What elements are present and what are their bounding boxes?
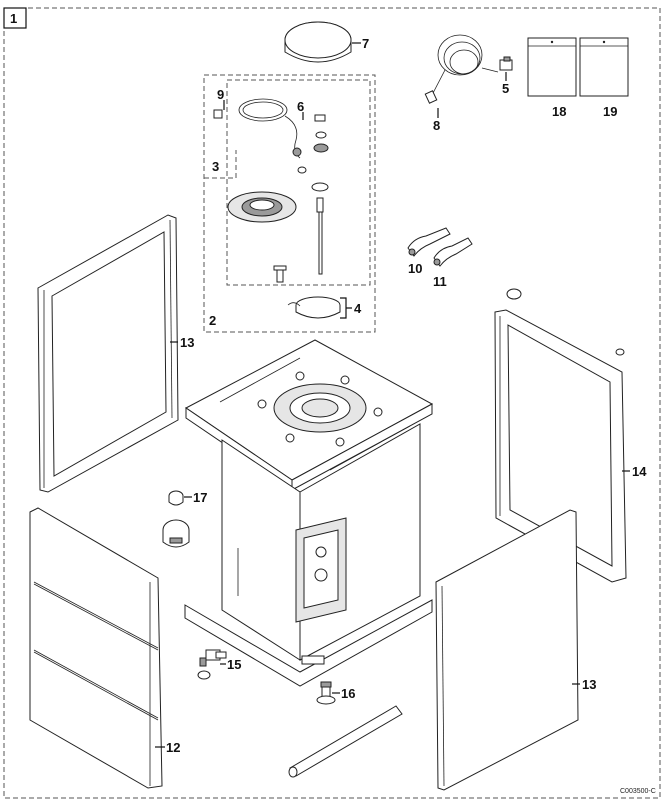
part-2-flange-assembly bbox=[227, 182, 329, 283]
part-9-clip bbox=[213, 109, 223, 119]
part-5-connector bbox=[499, 56, 513, 71]
control-knob bbox=[162, 519, 190, 548]
callout-2: 2 bbox=[209, 313, 216, 328]
callout-14: 14 bbox=[632, 464, 647, 479]
part-10-bracket bbox=[407, 227, 451, 257]
callout-15: 15 bbox=[227, 657, 241, 672]
frame-label: 1 bbox=[10, 11, 17, 26]
part-17-plug bbox=[168, 490, 184, 506]
callout-17: 17 bbox=[193, 490, 207, 505]
callout-9: 9 bbox=[217, 87, 224, 102]
part-16-adjustable-foot bbox=[316, 681, 336, 705]
leader-4 bbox=[340, 297, 352, 319]
frame-label-box bbox=[3, 7, 27, 29]
part-15-drain-valve bbox=[197, 649, 227, 680]
callout-12: 12 bbox=[166, 740, 180, 755]
callout-5: 5 bbox=[502, 81, 509, 96]
callout-6: 6 bbox=[297, 99, 304, 114]
callout-18: 18 bbox=[552, 104, 566, 119]
part-14-right-frame bbox=[494, 288, 627, 583]
callout-19: 19 bbox=[603, 104, 617, 119]
loose-rod bbox=[288, 705, 403, 778]
part-18-document bbox=[527, 37, 577, 97]
callout-16: 16 bbox=[341, 686, 355, 701]
outer-dashed-frame bbox=[3, 7, 661, 799]
part-6-sensor-cable bbox=[238, 98, 329, 174]
part-11-bracket bbox=[433, 237, 473, 267]
dashed-group-box bbox=[203, 74, 376, 333]
callout-8: 8 bbox=[433, 118, 440, 133]
callout-4: 4 bbox=[354, 301, 362, 316]
callout-11: 11 bbox=[433, 274, 447, 289]
part-19-document bbox=[579, 37, 629, 97]
callout-13b: 13 bbox=[582, 677, 596, 692]
part-7-cap bbox=[284, 21, 352, 63]
part-8-coiled-probe bbox=[424, 34, 499, 104]
drawing-reference-code: C003500-C bbox=[620, 788, 656, 795]
callout-13a: 13 bbox=[180, 335, 194, 350]
part-4-gasket bbox=[287, 296, 341, 319]
callout-3: 3 bbox=[212, 159, 219, 174]
callout-10: 10 bbox=[408, 261, 422, 276]
part-13-left-frame bbox=[37, 214, 179, 493]
part-13-right-panel bbox=[435, 509, 579, 791]
central-boiler-body bbox=[184, 339, 434, 687]
callout-7: 7 bbox=[362, 36, 369, 51]
part-12-front-panel bbox=[29, 507, 163, 789]
